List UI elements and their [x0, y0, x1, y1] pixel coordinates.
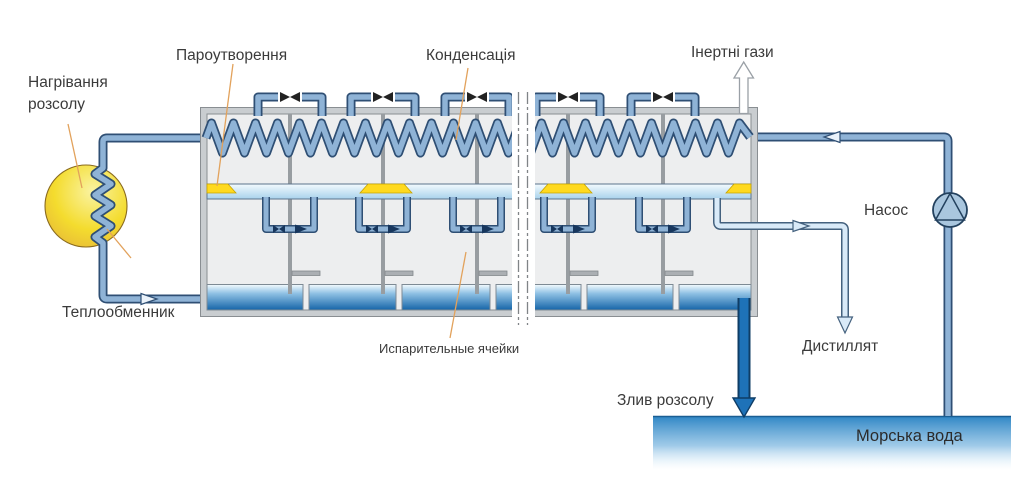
inert-gas-arrow [732, 60, 755, 115]
label-sea-water: Морська вода [856, 427, 963, 445]
distillate-pipe [713, 198, 854, 335]
break-lines [512, 92, 535, 325]
label-condensation: Конденсація [426, 47, 516, 64]
flow-arrow-left-icon [822, 130, 841, 144]
brine-drain-pipe [731, 298, 757, 419]
heater-circuit-pipe [90, 133, 207, 306]
tray-weir-yellow [206, 183, 752, 194]
leader-lines [67, 63, 469, 339]
flow-arrow-right-icon [792, 219, 811, 233]
distillate-tray [206, 183, 752, 200]
brine-pool [206, 284, 752, 311]
brine-arrowhead-icon [731, 397, 757, 419]
label-inert-gases: Інертні гази [691, 44, 774, 61]
pump-icon [932, 191, 968, 228]
sea-water-body [653, 415, 1011, 470]
label-evaporation: Пароутворення [176, 47, 288, 64]
condenser-coil [201, 118, 754, 158]
distillate-arrowhead-icon [836, 316, 854, 335]
seawater-inlet-pipe [751, 130, 953, 416]
label-heat-exchanger: Теплообменник [62, 304, 175, 321]
label-evaporation-cells: Испарительные ячейки [379, 341, 520, 356]
label-distillate: Дистиллят [802, 338, 879, 355]
label-brine-heating: Нагрівання розсолу [28, 74, 108, 114]
flow-arrow-right-icon [140, 292, 159, 306]
label-brine-discharge: Злив розсолу [617, 392, 714, 409]
label-pump: Насос [864, 202, 909, 219]
